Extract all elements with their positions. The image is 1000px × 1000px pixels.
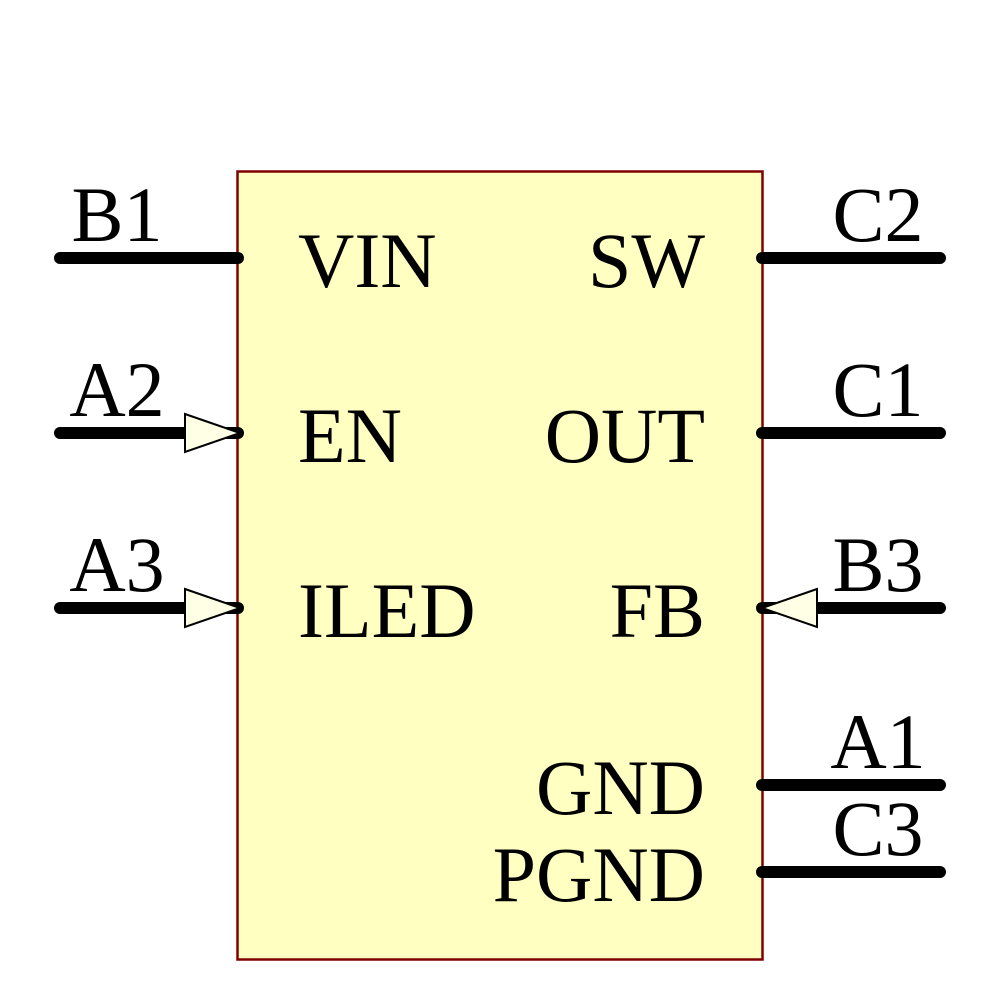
pin-name-label: GND bbox=[536, 744, 705, 831]
pin-a3-iled: A3 ILED bbox=[54, 521, 476, 654]
pin-number-label: A1 bbox=[830, 698, 925, 785]
pin-a2-en: A2 EN bbox=[54, 346, 402, 479]
pin-b1-vin: B1 VIN bbox=[54, 171, 437, 304]
pin-a1-gnd: A1 GND bbox=[536, 698, 946, 831]
pin-b3-fb: B3 FB bbox=[610, 521, 946, 654]
pin-name-label: EN bbox=[298, 392, 402, 479]
pin-name-label: FB bbox=[610, 567, 705, 654]
pin-number-label: C3 bbox=[832, 785, 923, 872]
pin-name-label: SW bbox=[588, 217, 705, 304]
input-arrow-icon bbox=[184, 412, 244, 454]
pin-c3-pgnd: C3 PGND bbox=[493, 785, 946, 918]
pin-name-label: PGND bbox=[493, 831, 705, 918]
pin-number-label: B1 bbox=[71, 171, 162, 258]
pin-c1-out: C1 OUT bbox=[545, 346, 946, 479]
pin-c2-sw: C2 SW bbox=[588, 171, 946, 304]
pin-name-label: ILED bbox=[298, 567, 476, 654]
pin-number-label: A3 bbox=[69, 521, 164, 608]
input-arrow-icon bbox=[184, 587, 244, 629]
pin-number-label: A2 bbox=[69, 346, 164, 433]
pin-name-label: OUT bbox=[545, 392, 705, 479]
pin-number-label: B3 bbox=[832, 521, 923, 608]
pin-number-label: C1 bbox=[832, 346, 923, 433]
component-body bbox=[236, 170, 764, 961]
input-arrow-icon bbox=[758, 587, 818, 629]
pin-number-label: C2 bbox=[832, 171, 923, 258]
pin-name-label: VIN bbox=[298, 217, 437, 304]
